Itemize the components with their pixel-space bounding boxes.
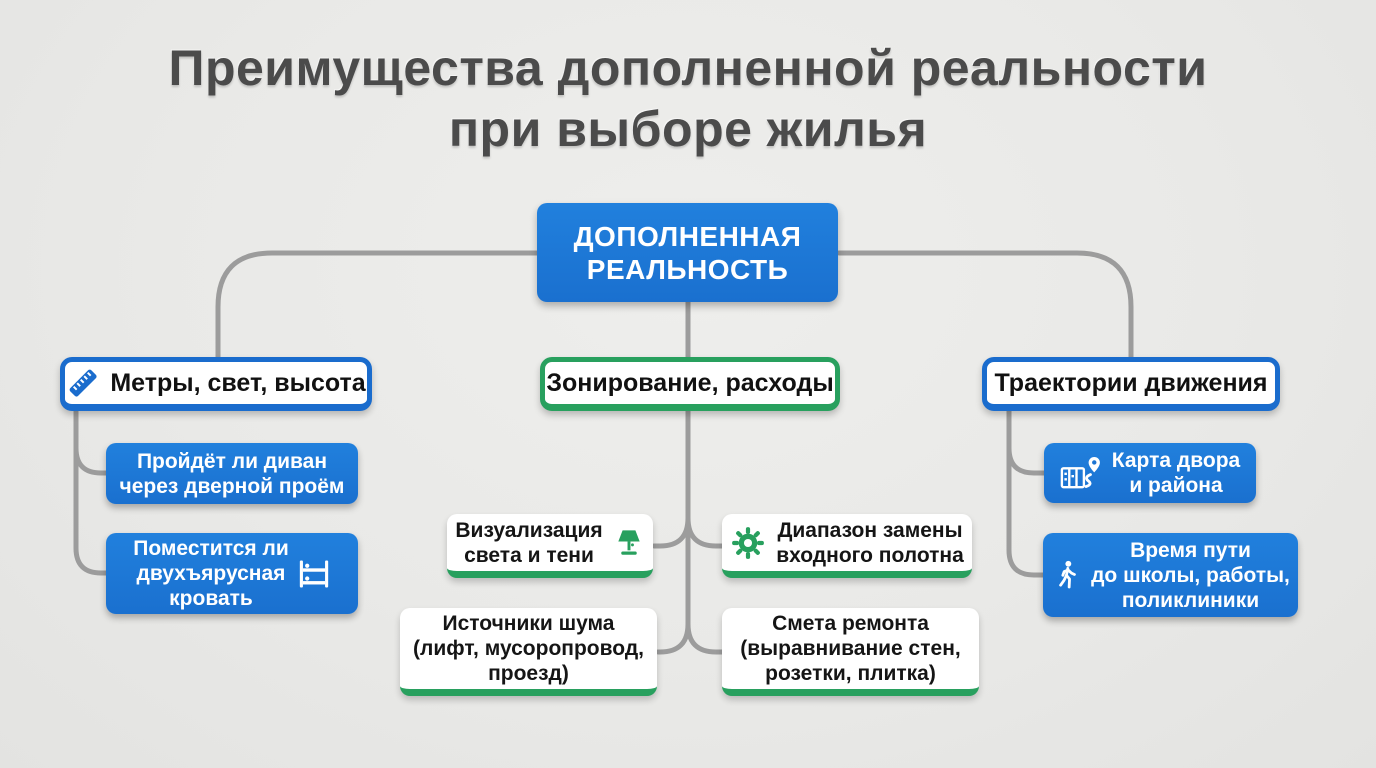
card-text-line: Визуализация — [455, 518, 603, 542]
card-text-line: и района — [1129, 474, 1223, 497]
card-light-visualization: Визуализация света и тени — [447, 514, 653, 578]
branch-header-label: Траектории движения — [994, 368, 1268, 397]
connector-right-branch-child2 — [1006, 437, 1046, 578]
card-text-line: через дверной проём — [119, 474, 345, 498]
card-text-line: поликлиники — [1121, 588, 1260, 612]
card-bunk-bed: Поместится ли двухъярусная кровать — [106, 533, 358, 614]
card-text-line: Смета ремонта — [772, 612, 929, 635]
walking-person-icon — [1051, 558, 1083, 592]
connector-root-to-right-header — [836, 250, 1134, 360]
card-text-line: (лифт, мусоропровод, — [413, 637, 644, 660]
card-noise-sources: Источники шума (лифт, мусоропровод, прое… — [400, 608, 657, 696]
connector-left-branch-child1 — [73, 408, 109, 476]
connector-center-row2-left — [655, 621, 691, 655]
card-door-replacement: Диапазон замены входного полотна — [722, 514, 972, 578]
bunk-bed-icon — [297, 557, 331, 591]
card-sofa-doorway: Пройдёт ли диван через дверной проём — [106, 443, 358, 504]
map-route-pin-icon — [1060, 455, 1104, 491]
card-area-map: Карта двора и района — [1044, 443, 1256, 503]
card-text-line: проезд) — [488, 662, 569, 685]
card-text-line: входного полотна — [776, 543, 964, 567]
card-text-line: кровать — [169, 587, 253, 610]
card-travel-time: Время пути до школы, работы, поликлиники — [1043, 533, 1298, 617]
card-text-line: розетки, плитка) — [765, 662, 936, 685]
title-line-1: Преимущества дополненной реальности — [168, 40, 1208, 96]
card-text-line: (выравнивание стен, — [740, 637, 961, 660]
page-title: Преимущества дополненной реальности при … — [0, 38, 1376, 160]
connector-center-row1-left — [651, 515, 691, 549]
branch-header-dimensions: Метры, свет, высота — [60, 357, 372, 411]
gear-icon — [730, 525, 766, 561]
card-text-line: света и тени — [464, 543, 594, 567]
card-text-line: Пройдёт ли диван — [136, 449, 328, 473]
card-text-line: Карта двора — [1111, 449, 1241, 472]
connector-center-row1-right — [685, 515, 725, 549]
branch-header-trajectories: Траектории движения — [982, 357, 1280, 411]
connector-right-branch-child1 — [1006, 408, 1047, 476]
card-text-line: Источники шума — [442, 612, 615, 635]
root-label-line-1: ДОПОЛНЕННАЯ — [573, 220, 802, 252]
branch-header-label: Метры, свет, высота — [110, 368, 366, 397]
ruler-icon — [66, 366, 100, 400]
card-text-line: до школы, работы, — [1091, 563, 1290, 587]
card-repair-estimate: Смета ремонта (выравнивание стен, розетк… — [722, 608, 979, 696]
connector-center-row2-right — [685, 621, 725, 655]
card-text-line: Поместится ли — [133, 537, 289, 560]
root-node-augmented-reality: ДОПОЛНЕННАЯ РЕАЛЬНОСТЬ — [537, 203, 838, 302]
title-line-2: при выборе жилья — [448, 101, 928, 157]
card-text-line: двухъярусная — [136, 562, 286, 585]
card-text-line: Время пути — [1130, 538, 1251, 562]
table-lamp-icon — [613, 527, 645, 559]
card-text-line: Диапазон замены — [777, 518, 963, 542]
connector-left-branch-child2 — [73, 437, 109, 576]
root-label-line-2: РЕАЛЬНОСТЬ — [586, 253, 789, 285]
connector-root-to-left-header — [215, 250, 540, 360]
branch-header-zoning: Зонирование, расходы — [540, 357, 840, 411]
branch-header-label: Зонирование, расходы — [546, 368, 834, 397]
